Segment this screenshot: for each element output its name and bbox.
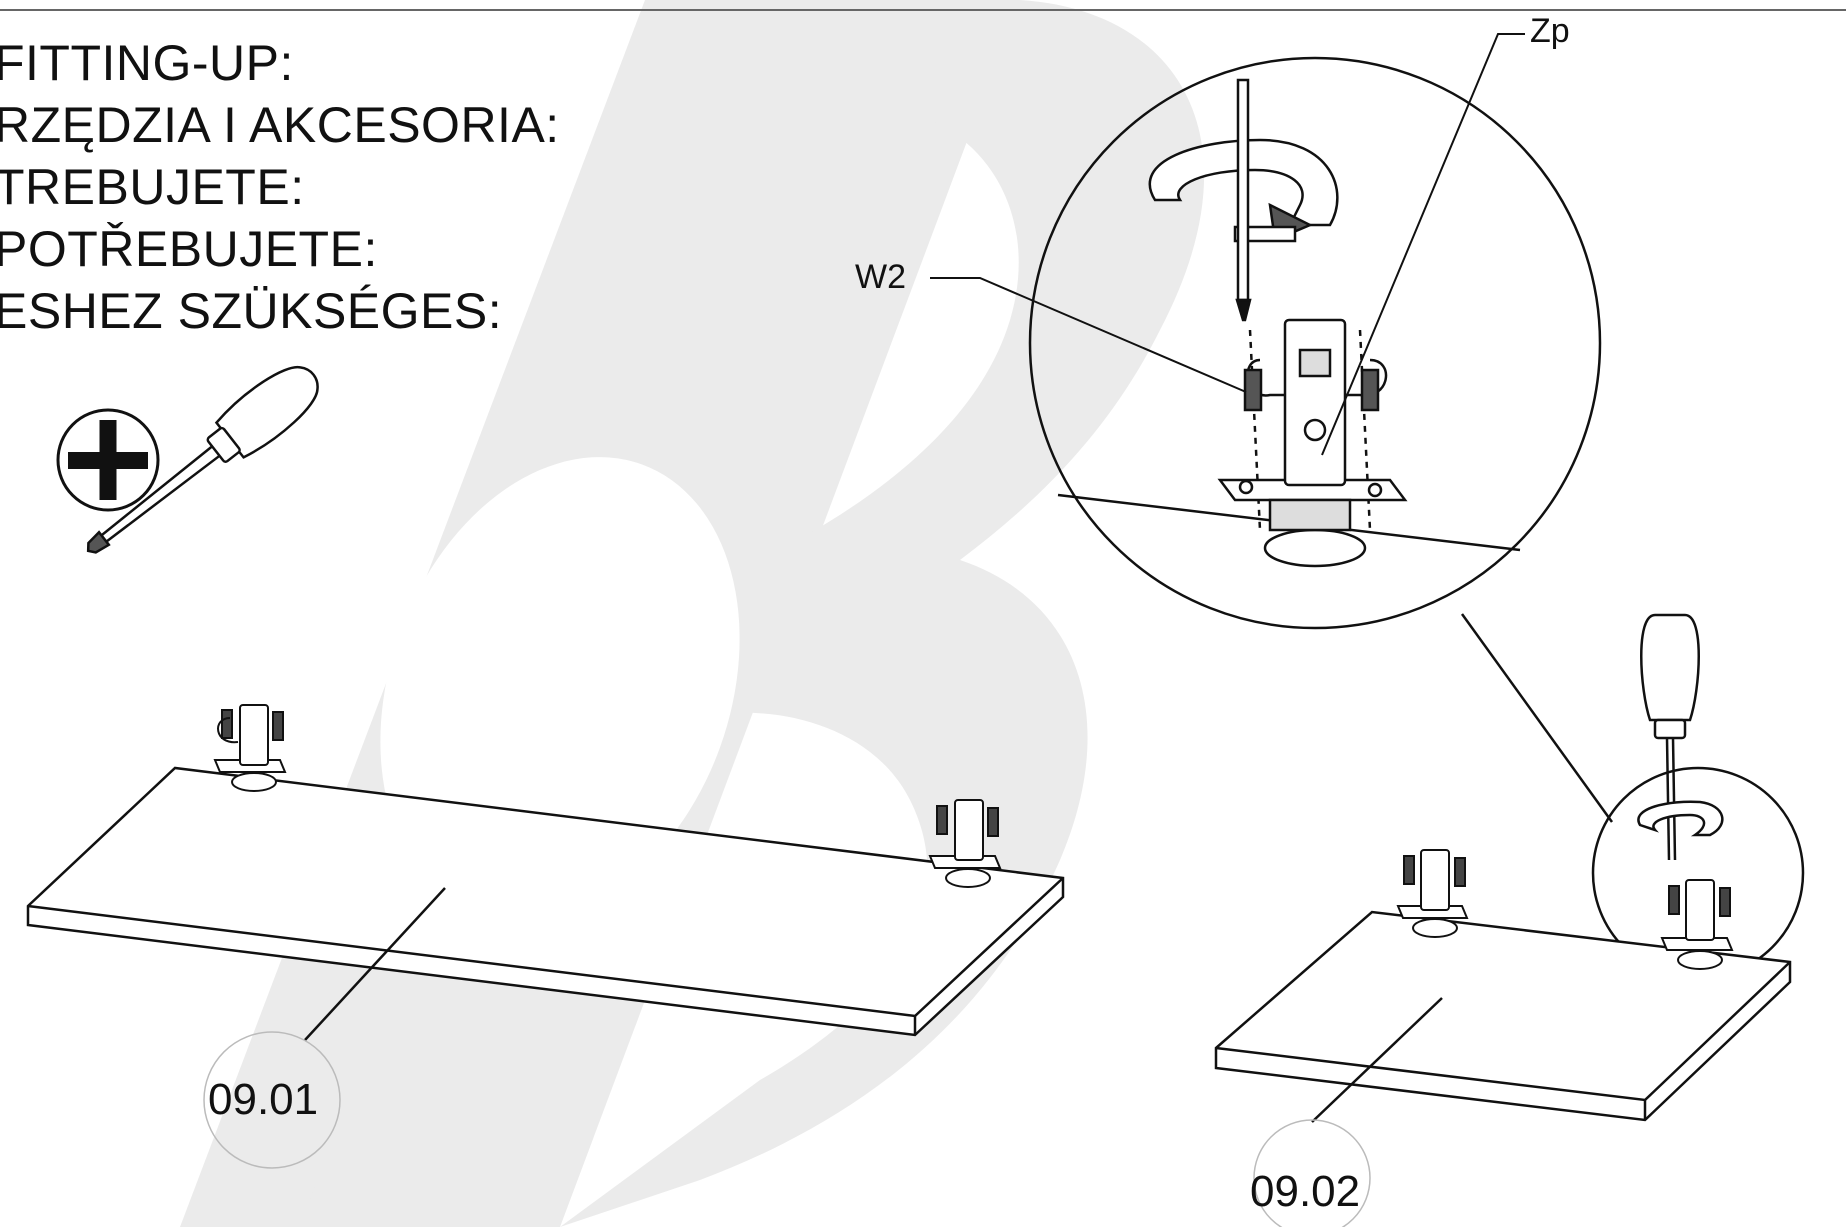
callout-leaders	[930, 33, 1525, 456]
hinge-left-panel-a	[213, 704, 287, 792]
screwdriver-in-use-icon	[1637, 613, 1724, 861]
tools-heading-line: ESHEZ SZÜKSÉGES:	[0, 283, 503, 339]
callout-hinge-plate-label: Zp	[1530, 12, 1570, 50]
part-number-label: 09.01	[208, 1075, 319, 1124]
panel-b	[1214, 910, 1792, 1227]
hinge-left-panel-b	[1396, 849, 1469, 938]
hinge-detail-closeup	[1057, 78, 1521, 568]
tools-heading-line: FITTING-UP:	[0, 35, 294, 91]
part-number-label: 09.02	[1250, 1167, 1361, 1216]
hinge-right-panel-b	[1660, 879, 1734, 970]
tools-heading-line: POTŘEBUJETE:	[0, 221, 378, 277]
callout-screw-label: W2	[855, 258, 906, 296]
tools-heading-line: TREBUJETE:	[0, 159, 305, 215]
panel-a	[26, 766, 1065, 1169]
hinge-right-panel-a	[928, 799, 1002, 888]
watermark-logo	[180, 0, 1205, 1227]
phillips-screwdriver-icon	[56, 365, 319, 554]
tools-heading-line: RZĘDZIA I AKCESORIA:	[0, 97, 560, 153]
